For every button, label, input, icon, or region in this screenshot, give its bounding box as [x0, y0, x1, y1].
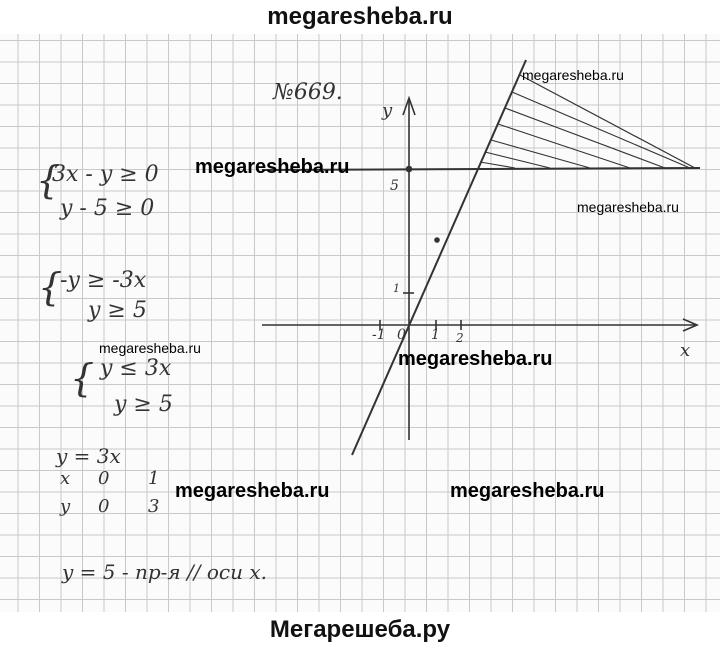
- tick-y-1: 1: [393, 282, 400, 295]
- problem-number: №669.: [273, 80, 343, 105]
- site-footer: Мегарешеба.ру: [269, 616, 451, 643]
- brace-1: {: [36, 158, 61, 202]
- tick-y-5: 5: [390, 178, 399, 194]
- watermark-small: megaresheba.ru: [522, 67, 624, 83]
- watermark: megaresheba.ru: [175, 480, 330, 502]
- watermark: megaresheba.ru: [450, 480, 605, 502]
- table-y-label: y: [60, 496, 71, 517]
- table-x1: 1: [148, 468, 160, 489]
- system2-line2: y ≥ 5: [88, 298, 147, 323]
- site-header: megaresheba.ru: [267, 3, 453, 30]
- system3-line1: y ≤ 3x: [100, 356, 172, 381]
- tick-x-minus1: -1: [372, 327, 386, 343]
- watermark-small: megaresheba.ru: [577, 199, 679, 215]
- system1-line1: 3x - y ≥ 0: [52, 162, 159, 187]
- table-y0: 0: [98, 496, 110, 517]
- hatching: [479, 91, 691, 169]
- line-equation: y = 3x: [56, 444, 121, 468]
- hatch-boundary: [519, 74, 696, 169]
- watermark: megaresheba.ru: [398, 348, 553, 370]
- line-y-3x: [351, 59, 527, 456]
- table-x0: 0: [98, 468, 110, 489]
- note-horizontal-line: y = 5 - пр-я // оси x.: [62, 560, 267, 584]
- tick-x-0: 0: [397, 327, 406, 343]
- y-axis-arrow: [402, 95, 416, 116]
- x-axis-label: x: [680, 340, 691, 361]
- notebook-page: [0, 34, 720, 612]
- table-x-label: x: [60, 468, 71, 489]
- brace-2: {: [38, 265, 63, 309]
- line-y-5: [261, 167, 701, 171]
- system1-line2: y - 5 ≥ 0: [60, 196, 155, 221]
- table-y1: 3: [148, 496, 160, 517]
- watermark: megaresheba.ru: [195, 156, 350, 178]
- tick-x-1: 1: [431, 327, 440, 343]
- system3-line2: y ≥ 5: [114, 392, 173, 417]
- brace-3: {: [70, 356, 95, 400]
- watermark-small: megaresheba.ru: [99, 340, 201, 356]
- tick-x-2: 2: [456, 331, 464, 345]
- y-axis-label: y: [382, 100, 393, 121]
- x-axis-arrow: [682, 318, 700, 332]
- system2-line1: -y ≥ -3x: [60, 268, 147, 293]
